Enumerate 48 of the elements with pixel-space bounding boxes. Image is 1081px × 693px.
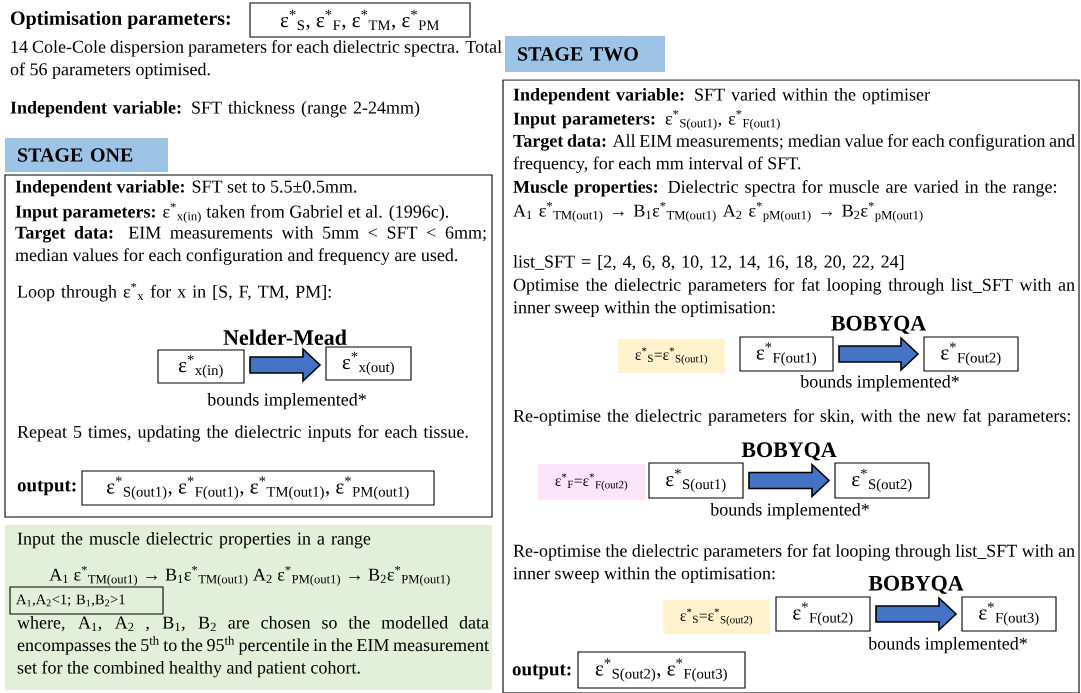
output-box: ε$^{*}$$_{S(out1)}$, ε$^{*}$$_{F(out1)}$, ε$^{*}$$_{TM(out1)}$, ε$^{*}$PM(out1) xyxy=(81,470,435,506)
body-text: Muscle properties: Dielectric spectra for muscle are varied in the range: xyxy=(513,180,1057,197)
block-arrow xyxy=(875,596,958,632)
box-heading: Optimisation parameters: xyxy=(11,10,230,30)
note-text: 14 Cole-Cole dispersion parameters for each dielectric spectra. Total of 56 parameters optimised. xyxy=(10,40,502,79)
variable-box: ε$^{*}$F(out2) xyxy=(775,596,871,632)
body-text: where, A$_{1}$, A$_{2}$ , B$_{1}$, B$_{2}$ are chosen so the modelled data encompasses the 5$^{th}$ to the 95$^{th}$ percentile in the EIM measurement set for the combined healthy and patient cohort. xyxy=(17,616,489,678)
box-heading: output: xyxy=(512,664,571,680)
assignment-box: ε$^{*}$$_{F}$=ε$^{*}$F(out2) xyxy=(538,464,645,500)
stage-banner: STAGE ONE xyxy=(5,138,168,172)
block-arrow xyxy=(838,336,920,372)
edge-label: BOBYQA xyxy=(829,314,928,335)
condition-box: A$_{1}$,A$_{2}$<1; B$_{1}$,B$_{2}$>1 xyxy=(9,586,164,615)
note-text: Independent variable: SFT thickness (range 2-24mm) xyxy=(10,101,420,118)
body-text: Target data: EIM measurements with 5mm < SFT < 6mm; median values for each configuration and frequency are used. xyxy=(15,226,486,265)
variable-box: ε$^{*}$S(out1) xyxy=(648,462,744,499)
block-arrow xyxy=(249,347,322,383)
body-text: A$_{1}$ ε$^{*}$$_{TM(out1)}$ → B$_{1}$ε$^{*}$$_{TM(out1)}$ A$_{2}$ ε$^{*}$$_{pM(out1)}$ → B$_{2}$ε$^{*}$pM(out1) xyxy=(513,202,923,222)
body-text: Repeat 5 times, updating the dielectric inputs for each tissue. xyxy=(17,425,468,442)
body-text: A$_{1}$ ε$^{*}$$_{TM(out1)}$ → B$_{1}$ε$^{*}$$_{TM(out1)}$ A$_{2}$ ε$^{*}$$_{PM(out1)}$ → B$_{2}$ε$^{*}$PM(out1) xyxy=(49,566,450,586)
assignment-box: ε$^{*}$$_{S}$=ε$^{*}$S(out1) xyxy=(618,339,725,373)
body-text: bounds implemented* xyxy=(710,503,869,520)
stage-banner: STAGE TWO xyxy=(505,36,665,72)
variable-box: ε$^{*}$S(out2) xyxy=(834,462,930,499)
body-text: bounds implemented* xyxy=(868,637,1027,654)
variable-box: ε$^{*}$F(out3) xyxy=(961,596,1057,632)
box-heading: output: xyxy=(17,480,76,496)
body-text: Re-optimise the dielectric parameters for skin, with the new fat parameters: xyxy=(513,409,1070,426)
assignment-box: ε$^{*}$$_{S}$=ε$^{*}$S(out2) xyxy=(663,600,770,634)
formula-box: ε$^{*}$$_{S}$, ε$^{*}$$_{F}$, ε$^{*}$$_{TM}$, ε$^{*}$PM xyxy=(249,2,471,38)
body-text: Input parameters: ε$^{*}$$_{x(in)}$ taken from Gabriel et al. (1996c). xyxy=(15,203,449,223)
body-text: Target data: All EIM measurements; median value for each configuration and frequency, for each mm interval of SFT. xyxy=(513,134,1075,174)
variable-box: ε$^{*}$x(in) xyxy=(157,349,245,384)
block-arrow xyxy=(748,462,831,499)
body-text: list_SFT = [2, 4, 6, 8, 10, 12, 14, 16, 18, 20, 22, 24] xyxy=(513,255,904,271)
body-text: Input the muscle dielectric properties in a range xyxy=(17,532,371,549)
edge-label: Nelder-Mead xyxy=(222,328,348,346)
body-text: Input parameters: ε$^{*}$$_{S(out1)}$, ε$^{*}$F(out1) xyxy=(513,110,780,130)
variable-box: ε$^{*}$x(out) xyxy=(325,346,412,381)
edge-label: BOBYQA xyxy=(740,441,838,462)
variable-box: ε$^{*}$F(out1) xyxy=(739,336,834,372)
body-text: bounds implemented* xyxy=(800,375,959,392)
body-text: Independent variable: SFT varied within the optimiser xyxy=(513,88,930,105)
body-text: Loop through ε$^{*}$$_{x}$ for x in [S, F, TM, PM]: xyxy=(17,283,331,302)
variable-box: ε$^{*}$F(out2) xyxy=(923,336,1019,372)
body-text: Independent variable: SFT set to 5.5±0.5mm. xyxy=(15,180,357,197)
output-box: ε$^{*}$$_{S(out2)}$, ε$^{*}$F(out3) xyxy=(577,651,746,689)
body-text: bounds implemented* xyxy=(207,393,366,410)
